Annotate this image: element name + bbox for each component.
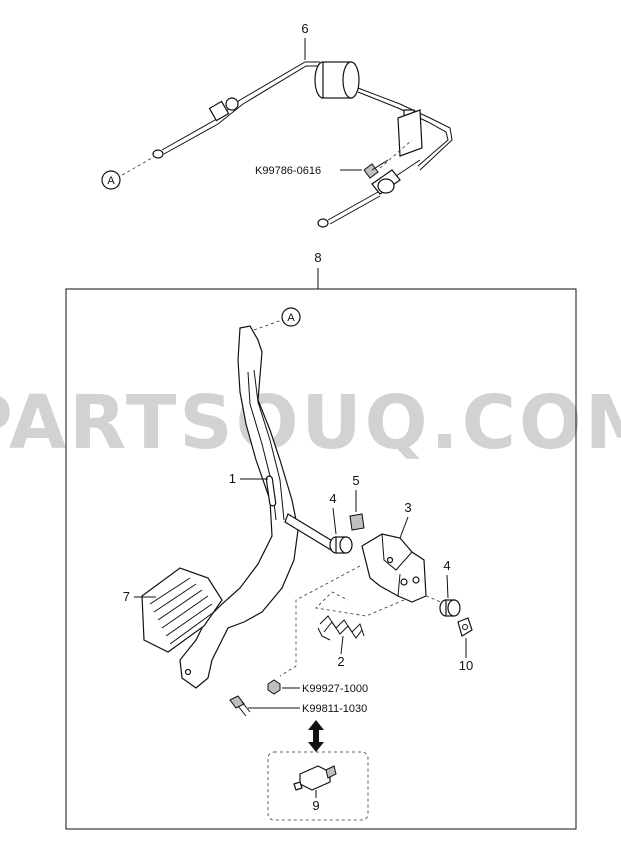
callout-1: 1: [229, 471, 236, 486]
part-number-bolt: K99811-1030: [302, 703, 367, 715]
accelerator-cable: [116, 38, 453, 228]
callout-3: 3: [404, 500, 411, 515]
bushing-right: [439, 599, 461, 617]
pedal-bracket: [361, 533, 427, 603]
stopper-pad: [349, 513, 365, 531]
watermark-text: PARTSOUQ.COM: [0, 380, 621, 466]
part-number-bolt-cable: K99786-0616: [255, 165, 321, 177]
alternative-arrow-icon: [308, 720, 324, 752]
nut: [267, 679, 281, 695]
callout-4-right: 4: [443, 558, 450, 573]
pedal-switch-sensor: [293, 765, 337, 791]
sensor-box: [267, 751, 369, 821]
callout-7: 7: [123, 589, 130, 604]
callout-8: 8: [314, 250, 321, 265]
accelerator-pedal-arm: [179, 325, 335, 689]
callout-2: 2: [337, 654, 344, 669]
callout-9: 9: [312, 798, 319, 813]
callout-4-left: 4: [329, 491, 336, 506]
bolt: [229, 695, 251, 717]
connector-a-bottom-label: A: [287, 312, 295, 324]
part-number-nut: K99927-1000: [302, 683, 368, 695]
pedal-pad: [141, 567, 223, 653]
return-spring: [317, 615, 365, 641]
connector-a-top: A: [101, 170, 121, 190]
bushing-left: [329, 536, 353, 554]
callout-10: 10: [459, 658, 473, 673]
connector-a-bottom: A: [253, 307, 301, 331]
callout-6: 6: [301, 21, 308, 36]
connector-a-top-label: A: [107, 175, 115, 187]
callout-5: 5: [352, 473, 359, 488]
assembly-box: [65, 288, 577, 830]
retaining-clip: [457, 617, 473, 637]
